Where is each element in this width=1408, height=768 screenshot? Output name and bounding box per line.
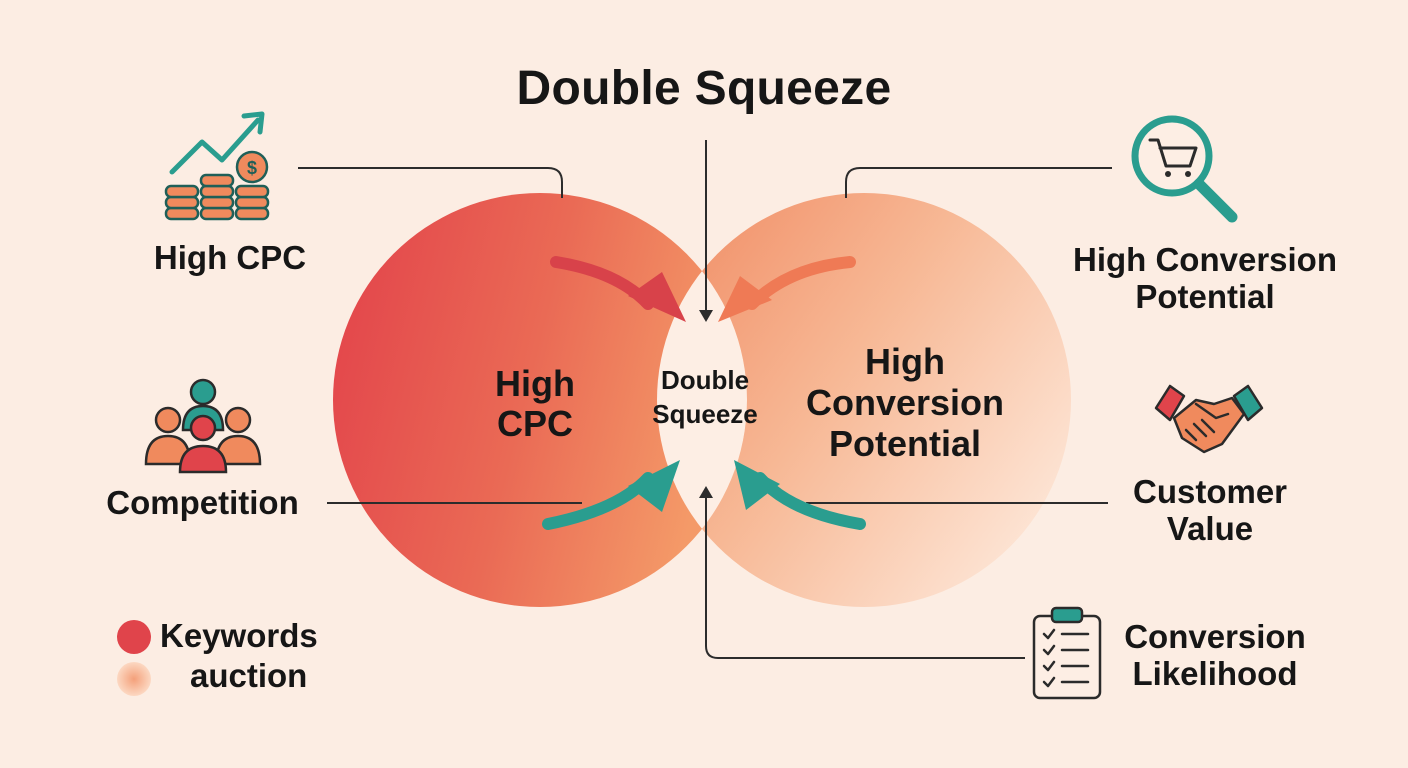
- label-competition: Competition: [106, 484, 299, 521]
- svg-text:$: $: [247, 158, 257, 178]
- label-line: Conversion: [1124, 618, 1306, 655]
- coins-growth-icon: $: [164, 111, 270, 221]
- label-line: High: [495, 363, 575, 404]
- connector-conversion-potential: [845, 167, 1112, 198]
- label-customer-value: Customer Value: [1100, 473, 1320, 548]
- label-high-conversion-potential: High Conversion Potential: [1050, 241, 1360, 316]
- connector-lines: [298, 140, 1112, 659]
- left-circle-label: High CPC: [450, 364, 620, 443]
- label-line: Conversion: [805, 382, 1005, 424]
- legend-label-auction: auction: [190, 657, 308, 694]
- label-line: High Conversion: [1072, 241, 1338, 278]
- label-line: Value: [1166, 509, 1254, 547]
- label-line: Likelihood: [1132, 654, 1298, 692]
- label-line: Customer: [1132, 473, 1288, 510]
- label-line: Potential: [1135, 277, 1275, 315]
- arrowhead-up: [699, 486, 713, 498]
- label-conversion-likelihood: Conversion Likelihood: [1100, 618, 1330, 693]
- legend-swatch-peach: [117, 662, 151, 696]
- arrowhead-down: [699, 310, 713, 322]
- legend-label-keywords: Keywords: [160, 617, 318, 654]
- label-line: High: [865, 341, 945, 382]
- label-line: Double: [660, 365, 750, 395]
- label-line: Squeeze: [652, 398, 758, 429]
- connector-conversion-likelihood: [705, 496, 1025, 659]
- label-line: Potential: [828, 423, 981, 465]
- label-high-cpc: High CPC: [153, 239, 307, 276]
- checklist-clipboard-icon: [1032, 606, 1102, 700]
- shopping-cart-magnifier-icon: [1131, 115, 1238, 223]
- diagram-title: Double Squeeze: [516, 62, 892, 115]
- handshake-icon: [1154, 384, 1264, 454]
- label-line: CPC: [496, 402, 573, 444]
- intersection-label: Double Squeeze: [620, 364, 790, 432]
- people-group-icon: [144, 378, 262, 474]
- squeeze-arrows: [542, 256, 866, 530]
- connector-high-cpc: [298, 167, 563, 198]
- right-circle-label: High Conversion Potential: [790, 341, 1020, 464]
- legend-swatch-red: [117, 620, 151, 654]
